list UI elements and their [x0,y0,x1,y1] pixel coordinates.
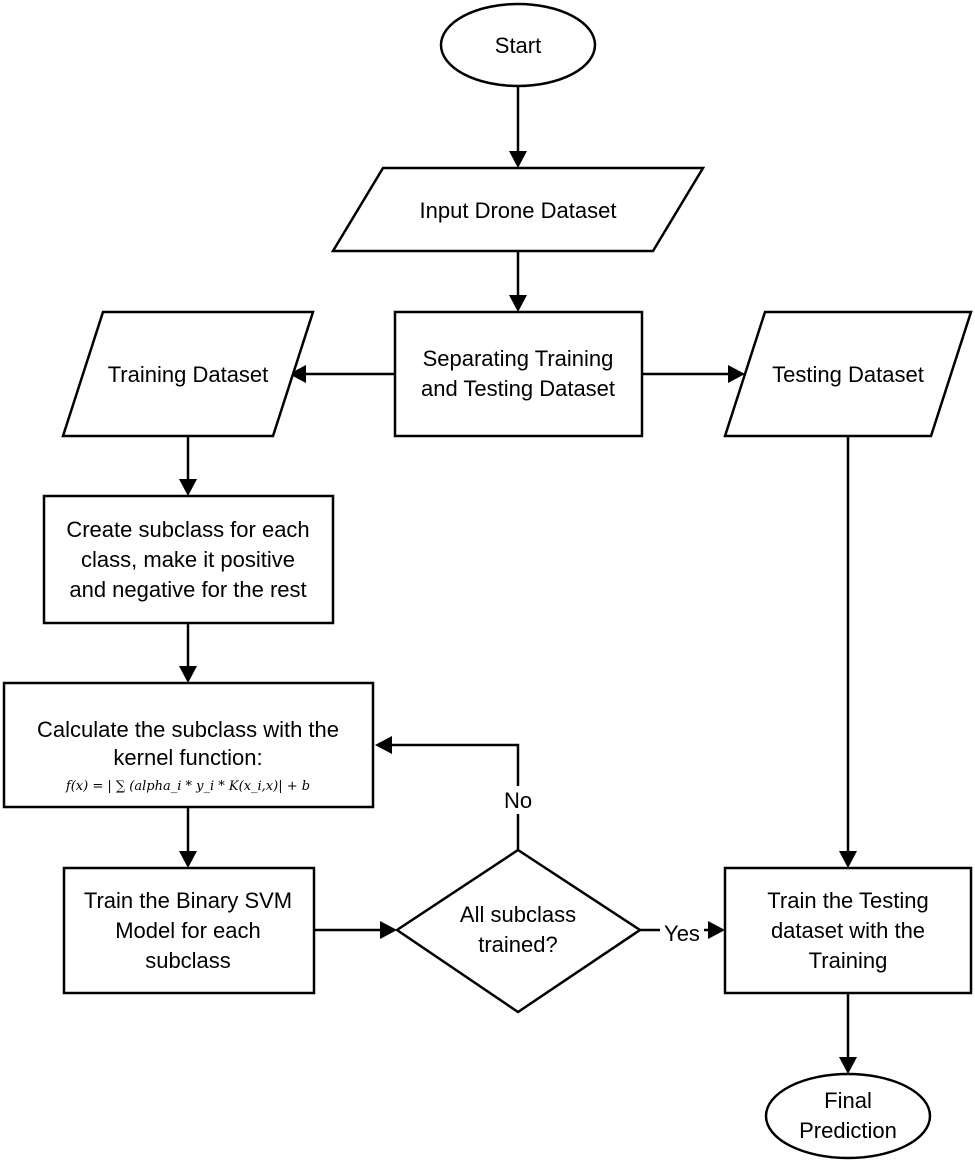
training-dataset-label: Training Dataset [108,362,269,387]
formula-backdrop [12,770,365,800]
arrowhead [380,921,397,939]
decision-node: All subclass trained? [394,848,643,1014]
train-testing-process [723,866,973,995]
calculate-node: Calculate the subclass with the kernel f… [2,681,375,809]
arrowhead [509,295,527,312]
testing-dataset-parallelogram [723,310,973,438]
edge-decision-no-loop [392,743,520,850]
final-line2: Prediction [799,1118,897,1143]
testing-dataset-label: Testing Dataset [772,362,924,387]
arrowhead [708,921,725,939]
start-node: Start [439,2,597,88]
decision-diamond [394,848,643,1014]
separate-label-line2: and Testing Dataset [421,376,615,401]
yes-edge-label: Yes [664,921,700,946]
train-testing-line2: dataset with the [771,918,925,943]
decision-line2: trained? [478,932,558,957]
input-dataset-label: Input Drone Dataset [420,198,617,223]
separate-node: Separating Training and Testing Dataset [393,310,644,438]
arrowhead [375,736,392,754]
start-label: Start [495,33,541,58]
final-node: Final Prediction [764,1072,932,1160]
arrowhead [839,1057,857,1074]
training-dataset-node: Training Dataset [61,310,315,438]
train-binary-line3: subclass [145,948,231,973]
yes-label-backdrop [660,921,704,943]
train-binary-line2: Model for each [115,918,261,943]
no-label-backdrop [500,786,538,814]
train-testing-node: Train the Testing dataset with the Train… [723,866,973,995]
create-subclass-line1: Create subclass for each [66,517,309,542]
input-dataset-node: Input Drone Dataset [330,166,706,253]
train-binary-node: Train the Binary SVM Model for each subc… [62,866,316,995]
arrowhead [839,851,857,868]
arrowhead [728,365,745,383]
arrowhead [179,479,197,496]
create-subclass-line2: class, make it positive [81,547,295,572]
final-line1: Final [824,1088,872,1113]
arrowhead [289,365,306,383]
train-testing-line1: Train the Testing [767,888,928,913]
train-testing-line3: Training [809,948,888,973]
start-terminal [439,2,597,88]
final-terminal [764,1072,932,1160]
input-dataset-parallelogram [330,166,706,253]
arrowhead [179,851,197,868]
no-edge-label: No [504,788,532,813]
edges [179,86,857,1074]
arrowhead [179,666,197,683]
train-binary-process [62,866,316,995]
separate-process [393,310,644,438]
create-subclass-process [42,494,335,625]
create-subclass-node: Create subclass for each class, make it … [42,494,335,625]
calculate-line2: kernel function: [113,745,262,770]
train-binary-line1: Train the Binary SVM [84,888,292,913]
create-subclass-line3: and negative for the rest [69,577,306,602]
testing-dataset-node: Testing Dataset [723,310,973,438]
separate-label-line1: Separating Training [423,346,614,371]
arrowhead [509,151,527,168]
calculate-line1: Calculate the subclass with the [37,717,339,742]
training-dataset-parallelogram [61,310,315,438]
decision-line1: All subclass [460,902,576,927]
kernel-formula: f(x) = | ∑ (alpha_i * y_i * K(x_i,x)| + … [65,779,310,794]
